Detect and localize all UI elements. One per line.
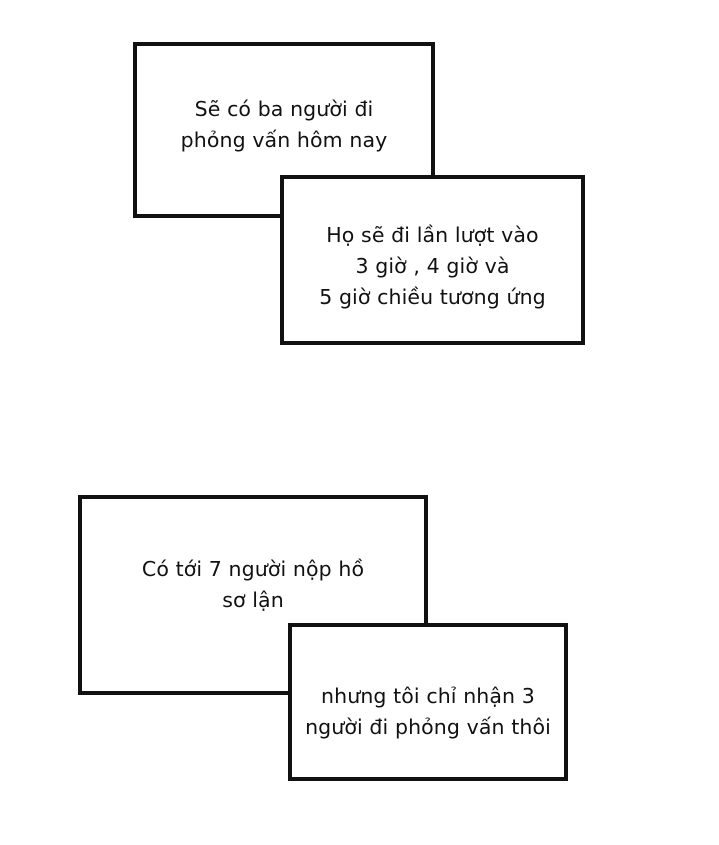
speech-bubble-4: nhưng tôi chỉ nhận 3 người đi phỏng vấn … bbox=[288, 623, 568, 781]
speech-bubble-2-line-3: 5 giờ chiều tương ứng bbox=[319, 284, 546, 309]
speech-bubble-1-line-2: phỏng vấn hôm nay bbox=[180, 128, 388, 152]
speech-bubble-2-line-2: 3 giờ , 4 giờ và bbox=[355, 253, 510, 278]
speech-bubble-1-text: Sẽ có ba người đi phỏng vấn hôm nay bbox=[181, 94, 388, 156]
speech-bubble-2-text: Họ sẽ đi lần lượt vào 3 giờ , 4 giờ và 5… bbox=[319, 220, 546, 313]
speech-bubble-1-line-1: Sẽ có ba người đi bbox=[194, 97, 374, 121]
speech-bubble-4-line-2: người đi phỏng vấn thôi bbox=[305, 715, 551, 739]
speech-bubble-3-text: Có tới 7 người nộp hồ sơ lận bbox=[142, 554, 364, 616]
speech-bubble-4-text: nhưng tôi chỉ nhận 3 người đi phỏng vấn … bbox=[305, 681, 551, 743]
speech-bubble-2-line-1: Họ sẽ đi lần lượt vào bbox=[326, 222, 539, 247]
speech-bubble-3-line-2: sơ lận bbox=[222, 588, 284, 612]
speech-bubble-3-line-1: Có tới 7 người nộp hồ bbox=[141, 557, 365, 581]
speech-bubble-4-line-1: nhưng tôi chỉ nhận 3 bbox=[321, 684, 535, 708]
speech-bubble-2: Họ sẽ đi lần lượt vào 3 giờ , 4 giờ và 5… bbox=[280, 175, 585, 345]
